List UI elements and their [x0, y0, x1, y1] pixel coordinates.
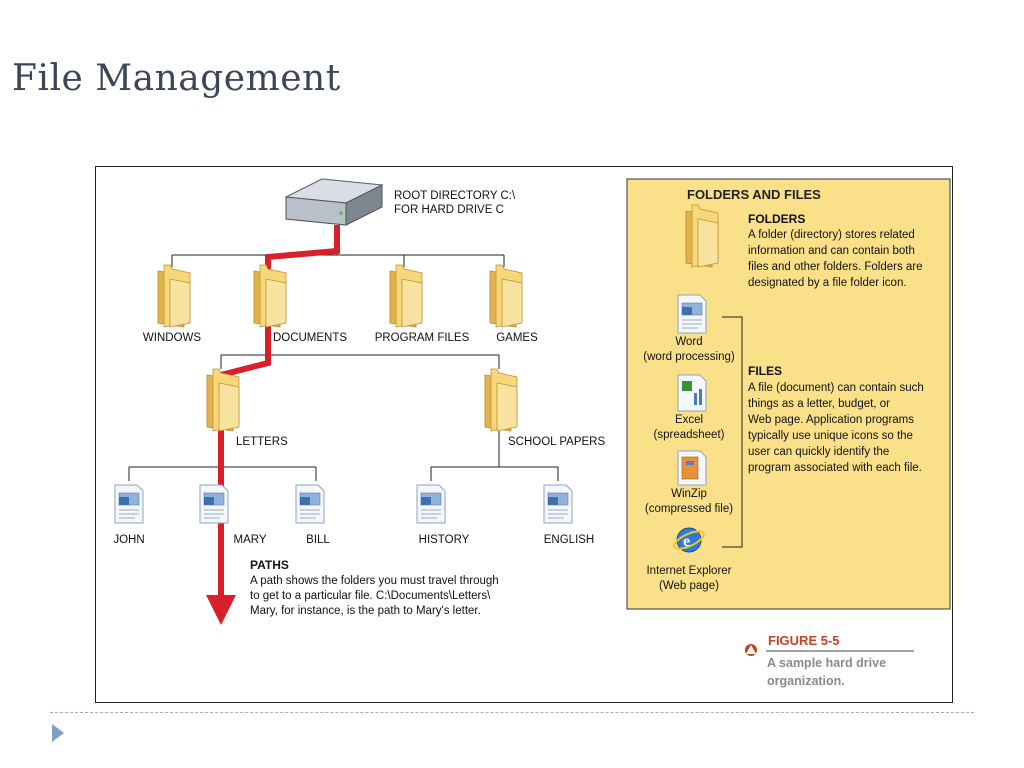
panel-folders-line: information and can contain both	[748, 245, 915, 257]
word-document-icon	[677, 294, 707, 334]
excel-icon-desc: (spreadsheet)	[654, 429, 725, 441]
file-label-john: JOHN	[113, 534, 144, 546]
folder-icon	[489, 264, 523, 328]
panel-files-heading: FILES	[748, 364, 782, 378]
folder-icon	[206, 368, 240, 432]
panel-folders-heading: FOLDERS	[748, 212, 805, 226]
folder-icon	[389, 264, 423, 328]
files-bracket	[722, 316, 743, 548]
panel-files-line: A file (document) can contain such	[748, 382, 924, 394]
panel-files-line: things as a letter, budget, or	[748, 398, 890, 410]
slide-title: File Management	[12, 58, 341, 99]
root-label-line2: FOR HARD DRIVE C	[394, 204, 504, 216]
winzip-icon-name: WinZip	[671, 488, 707, 500]
folder-label-windows: WINDOWS	[143, 332, 201, 344]
file-label-history: HISTORY	[419, 534, 470, 546]
tree-connectors	[128, 229, 559, 481]
document-file-icon	[295, 484, 325, 524]
file-label-english: ENGLISH	[544, 534, 595, 546]
folder-icon	[484, 368, 518, 432]
file-label-bill: BILL	[306, 534, 330, 546]
excel-icon-name: Excel	[675, 414, 703, 426]
word-icon-name: Word	[675, 336, 702, 348]
root-label-line1: ROOT DIRECTORY C:\	[394, 190, 516, 202]
panel-files-line: program associated with each file.	[748, 462, 922, 474]
winzip-icon-desc: (compressed file)	[645, 503, 733, 515]
panel-files-line: Web page. Application programs	[748, 414, 914, 426]
publisher-logo-icon	[745, 644, 757, 656]
folder-icon	[685, 204, 719, 268]
ie-icon-desc: (Web page)	[659, 580, 719, 592]
paths-text-line1: A path shows the folders you must travel…	[250, 575, 499, 587]
internet-explorer-icon: e	[673, 527, 705, 553]
panel-files-line: typically use unique icons so the	[748, 430, 913, 442]
folder-icon	[253, 264, 287, 328]
ie-icon-name: Internet Explorer	[646, 565, 731, 577]
panel-files-line: user can quickly identify the	[748, 446, 889, 458]
document-file-icon	[199, 484, 229, 524]
hard-drive-icon	[284, 178, 384, 226]
svg-text:e: e	[683, 533, 690, 550]
excel-spreadsheet-icon	[677, 374, 707, 412]
footer-divider	[50, 712, 974, 713]
figure-caption-line1: A sample hard drive	[767, 656, 886, 670]
folder-label-program-files: PROGRAM FILES	[375, 332, 470, 344]
folder-label-letters: LETTERS	[236, 436, 288, 448]
document-file-icon	[416, 484, 446, 524]
figure-caption-line2: organization.	[767, 674, 845, 688]
panel-title: FOLDERS AND FILES	[687, 187, 821, 202]
panel-folders-line: designated by a file folder icon.	[748, 277, 907, 289]
folder-label-school-papers: SCHOOL PAPERS	[508, 436, 605, 448]
figure-number: FIGURE 5-5	[768, 633, 840, 648]
paths-text-line3: Mary, for instance, is the path to Mary'…	[250, 605, 481, 617]
panel-folders-line: A folder (directory) stores related	[748, 229, 915, 241]
document-file-icon	[114, 484, 144, 524]
file-label-mary: MARY	[233, 534, 266, 546]
paths-heading: PATHS	[250, 558, 289, 572]
folder-label-documents: DOCUMENTS	[273, 332, 347, 344]
folder-label-games: GAMES	[496, 332, 538, 344]
file-system-diagram: ROOT DIRECTORY C:\ FOR HARD DRIVE C WIND…	[95, 166, 953, 703]
slide-bullet-icon	[52, 724, 64, 742]
folder-icon	[157, 264, 191, 328]
word-icon-desc: (word processing)	[643, 351, 735, 363]
document-file-icon	[543, 484, 573, 524]
paths-text-line2: to get to a particular file. C:\Document…	[250, 590, 491, 602]
panel-folders-line: files and other folders. Folders are	[748, 261, 923, 273]
winzip-archive-icon	[677, 450, 707, 486]
